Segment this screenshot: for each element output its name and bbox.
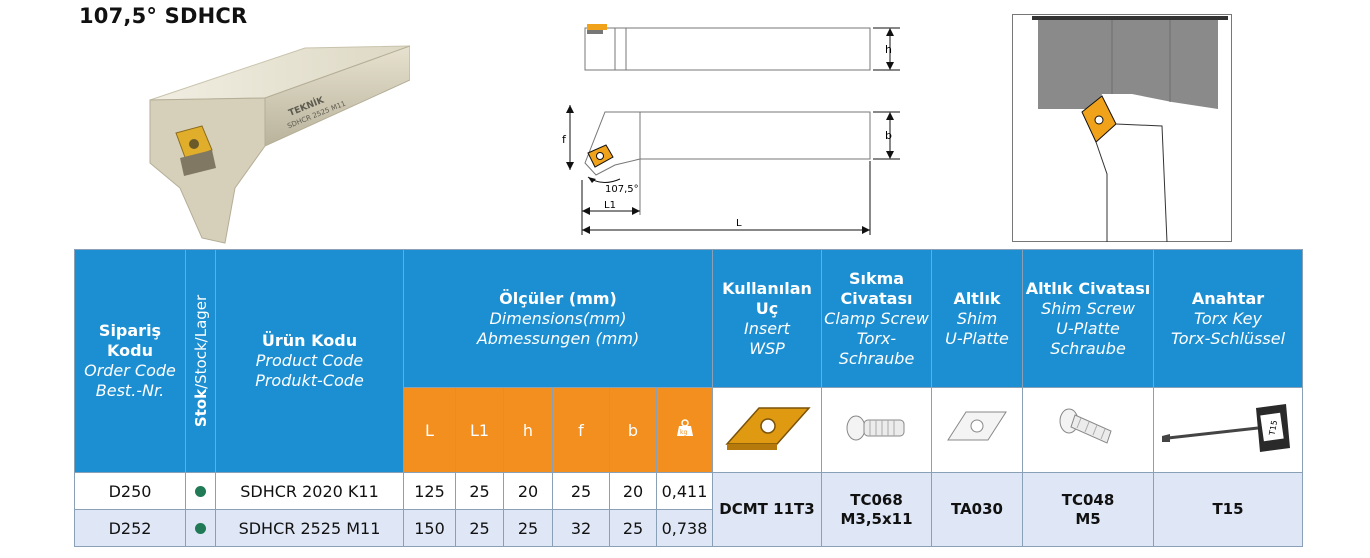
header-product-tr: Ürün Kodu xyxy=(261,331,358,350)
header-insert: Kullanılan Uç Insert WSP xyxy=(712,249,822,388)
side-view-drawing: h xyxy=(584,24,900,71)
angle-label: 107,5° xyxy=(605,184,639,195)
header-clamp-de: Torx-Schraube xyxy=(838,328,915,368)
dim-h: 25 xyxy=(503,509,553,547)
dim-f: 25 xyxy=(552,472,610,510)
header-order-de: Best.-Nr. xyxy=(95,381,165,400)
col-f: f xyxy=(552,387,610,473)
dim-L1-label: L1 xyxy=(604,200,616,211)
header-dimensions: Ölçüler (mm) Dimensions(mm) Abmessungen … xyxy=(403,249,713,388)
spec-table: Sipariş Kodu Order Code Best.-Nr. Stok/S… xyxy=(74,249,1303,547)
key-image-cell: T15 xyxy=(1153,387,1303,473)
header-shimscrew-en: Shim Screw xyxy=(1041,298,1135,318)
clamp-screw-code-line2: M3,5x11 xyxy=(840,509,913,528)
dim-L-label: L xyxy=(736,218,742,229)
weight-icon-label: kg xyxy=(680,429,687,436)
dim-f: 32 xyxy=(552,509,610,547)
product-code: SDHCR 2525 M11 xyxy=(215,509,404,547)
header-product-code: Ürün Kodu Product Code Produkt-Code xyxy=(215,249,404,473)
application-drawing xyxy=(1012,14,1232,242)
header-key-de: Torx-Schlüssel xyxy=(1170,328,1286,348)
col-b: b xyxy=(609,387,657,473)
insert-icon xyxy=(725,407,811,450)
order-code: D250 xyxy=(74,472,186,510)
dim-L: 125 xyxy=(403,472,456,510)
shim-screw-code-line1: TC048 xyxy=(1061,490,1115,509)
insert-image-cell xyxy=(712,387,822,473)
header-stock: Stok/Stock/Lager xyxy=(185,249,216,473)
order-code: D252 xyxy=(74,509,186,547)
header-shim-tr: Altlık xyxy=(953,288,1001,308)
dim-L: 150 xyxy=(403,509,456,547)
dim-L1: 25 xyxy=(455,509,504,547)
in-stock-dot-icon xyxy=(195,485,206,497)
col-weight: kg xyxy=(656,387,713,473)
shim-screw-code: TC048 M5 xyxy=(1022,472,1154,547)
stock-status xyxy=(185,472,216,510)
shim-screw-code-line2: M5 xyxy=(1075,509,1101,528)
header-shim-de: U-Platte xyxy=(945,328,1009,348)
table-row: D250 SDHCR 2020 K11 125 25 20 25 20 0,41… xyxy=(74,472,1303,547)
col-L1: L1 xyxy=(455,387,504,473)
table-row: D252 SDHCR 2525 M11 150 25 25 32 25 0,73… xyxy=(74,509,1303,547)
header-dim-de: Abmessungen (mm) xyxy=(476,328,640,348)
col-h: h xyxy=(503,387,553,473)
dim-b-label: b xyxy=(885,129,892,142)
header-shim-en: Shim xyxy=(956,308,998,328)
top-view-drawing: b f 107,5° L1 L xyxy=(562,105,900,235)
header-product-de: Produkt-Code xyxy=(255,371,364,390)
header-order-en: Order Code xyxy=(84,361,176,380)
header-stock-tr: Stok xyxy=(191,388,210,428)
header-dim-en: Dimensions(mm) xyxy=(489,308,627,328)
weight-icon: kg xyxy=(676,419,693,436)
shim-screw-image-cell xyxy=(1022,387,1154,473)
header-shim: Altlık Shim U-Platte xyxy=(931,249,1023,388)
weight: 0,738 xyxy=(656,509,713,547)
in-stock-dot-icon xyxy=(195,522,206,534)
header-order-code: Sipariş Kodu Order Code Best.-Nr. xyxy=(74,249,186,473)
clamp-screw-code-line1: TC068 xyxy=(850,490,903,509)
weight: 0,411 xyxy=(656,472,713,510)
header-key-en: Torx Key xyxy=(1194,308,1262,328)
clamp-screw-code: TC068 M3,5x11 xyxy=(821,472,932,547)
tool-holder-image: TEKNİK SDHCR 2525 M11 xyxy=(149,45,410,244)
header-clamp-en: Clamp Screw xyxy=(824,308,929,328)
header-key: Anahtar Torx Key Torx-Schlüssel xyxy=(1153,249,1303,388)
dim-f-label: f xyxy=(562,133,567,146)
key-code: T15 xyxy=(1153,472,1303,547)
torx-key-icon: T15 xyxy=(1162,404,1290,452)
header-shim-screw: Altlık Civatası Shim Screw U-Platte Schr… xyxy=(1022,249,1154,388)
header-stock-rest: /Stock/Lager xyxy=(191,294,210,389)
header-insert-de: WSP xyxy=(749,338,785,358)
dim-b: 20 xyxy=(609,472,657,510)
header-clamp-screw: Sıkma Civatası Clamp Screw Torx-Schraube xyxy=(821,249,932,388)
product-code: SDHCR 2020 K11 xyxy=(215,472,404,510)
screw-icon xyxy=(846,415,904,441)
header-product-en: Product Code xyxy=(255,351,364,370)
clamp-screw-image-cell xyxy=(821,387,932,473)
header-dim-tr: Ölçüler (mm) xyxy=(499,288,617,308)
dim-h: 20 xyxy=(503,472,553,510)
shim-code: TA030 xyxy=(931,472,1023,547)
dim-L1: 25 xyxy=(455,472,504,510)
col-L: L xyxy=(403,387,456,473)
insert-code: DCMT 11T3 xyxy=(712,472,822,547)
header-shimscrew-tr: Altlık Civatası xyxy=(1025,278,1151,298)
shim-image-cell xyxy=(931,387,1023,473)
shim-screw-icon xyxy=(1059,408,1112,444)
dim-b: 25 xyxy=(609,509,657,547)
header-clamp-tr: Sıkma Civatası xyxy=(840,268,913,308)
header-key-tr: Anahtar xyxy=(1191,288,1265,308)
key-label: T15 xyxy=(1267,420,1279,437)
page-title: 107,5° SDHCR xyxy=(79,4,248,28)
header-shimscrew-de: U-Platte Schraube xyxy=(1050,318,1126,358)
stock-status xyxy=(185,509,216,547)
header-insert-en: Insert xyxy=(744,318,790,338)
shim-icon xyxy=(947,411,1007,441)
dim-h-label: h xyxy=(885,43,892,56)
header-order-tr: Sipariş Kodu xyxy=(98,321,162,360)
header-insert-tr: Kullanılan Uç xyxy=(722,278,812,318)
